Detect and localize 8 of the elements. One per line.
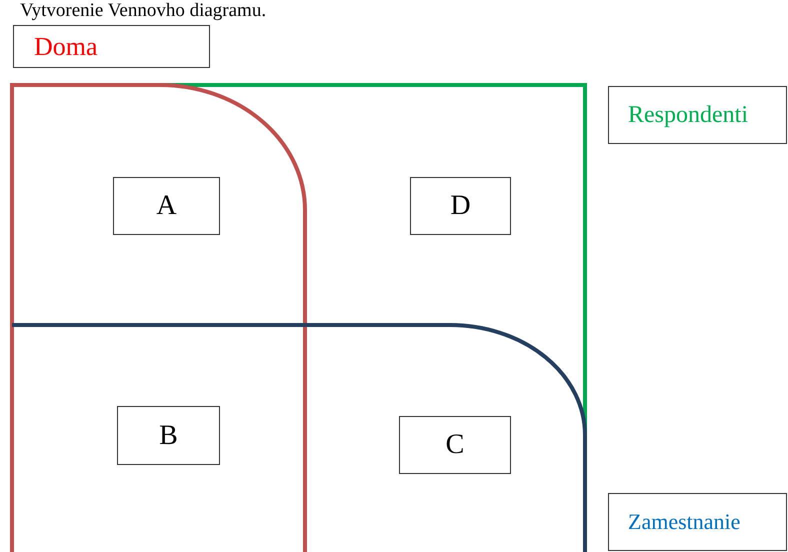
label-box: Zamestnanie bbox=[608, 493, 787, 551]
label-box: B bbox=[117, 406, 220, 465]
label-box: D bbox=[410, 177, 511, 235]
label-box: Doma bbox=[13, 25, 210, 68]
label-box: A bbox=[113, 177, 220, 235]
heading: Vytvorenie Vennovho diagramu. bbox=[20, 0, 266, 22]
label-box: Respondenti bbox=[608, 86, 787, 144]
label-box: C bbox=[399, 416, 511, 474]
